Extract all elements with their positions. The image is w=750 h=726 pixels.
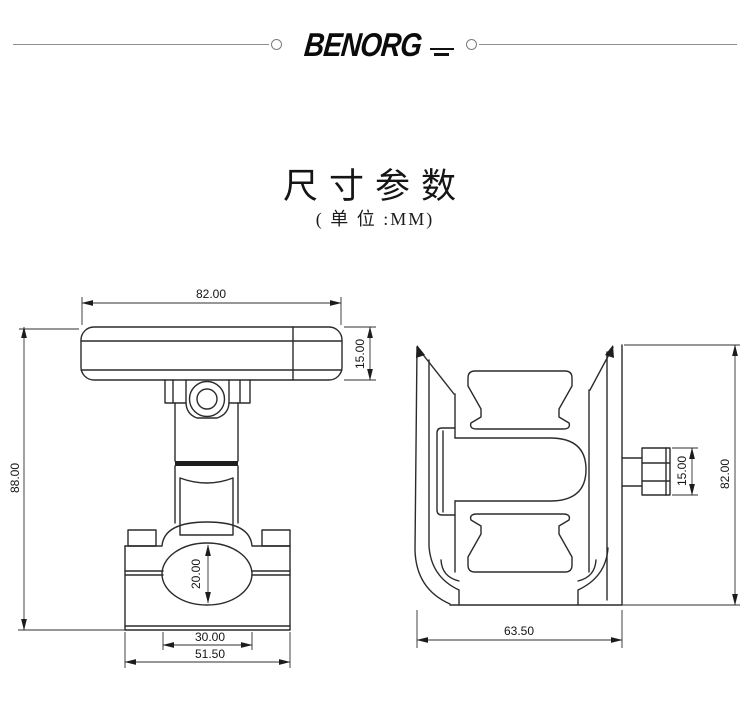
dim-label: 30.00 [195,630,225,644]
dim-label: 15.00 [675,456,689,486]
dim-front-tube-diameter: 20.00 [189,544,211,604]
hinge-bolt-inner [196,388,218,410]
side-top-cutout [467,370,573,430]
side-body-outline [414,344,623,606]
side-view: 15.00 82.00 63.50 [414,344,740,648]
side-bottom-cutout [467,513,573,573]
dim-label: 63.50 [504,624,534,638]
dim-label: 82.00 [718,459,732,489]
left-ring-icon [270,38,282,50]
left-rule-line [12,43,269,45]
dim-front-top-width: 82.00 [81,287,342,325]
clamp-right-ear [261,529,291,547]
brand-header: BENORG [0,22,750,66]
dim-side-body-width: 63.50 [416,610,623,648]
right-ring-icon [466,38,478,50]
side-knob [621,447,671,496]
hinge-bolt-outer [188,380,226,418]
dim-front-clamp-inner-width: 30.00 [162,630,253,650]
dim-label: 15.00 [353,339,367,369]
dim-front-total-height: 88.00 [8,326,125,631]
speed-lines-icon [430,30,455,59]
side-left-arm-tip [416,345,425,358]
dim-label: 20.00 [189,559,203,589]
knob-body [641,447,671,496]
right-rule-line [479,43,738,45]
front-top-plate [80,326,343,381]
front-hinge-bracket [164,379,251,419]
clamp-left-ear [127,529,157,547]
front-top-plate-lines [80,326,343,381]
dim-side-body-height: 82.00 [622,344,740,606]
side-middle-tongue [436,427,587,516]
unit-note: ( 单 位 :MM) [315,209,435,229]
dim-label: 51.50 [195,647,225,661]
dim-label: 88.00 [8,463,22,493]
front-clamp [124,521,291,631]
dim-front-clamp-outer-width: 51.50 [124,632,291,668]
page-title: 尺寸参数 [282,167,467,206]
side-right-arm-tip [605,345,614,358]
dim-side-knob-height: 15.00 [672,447,698,496]
front-stem [174,402,239,536]
clamp-tube-hole [161,542,253,606]
dim-front-plate-thickness: 15.00 [344,326,376,381]
dim-label: 82.00 [196,287,226,301]
front-view: 82.00 15.00 88.00 20.00 [8,287,376,668]
